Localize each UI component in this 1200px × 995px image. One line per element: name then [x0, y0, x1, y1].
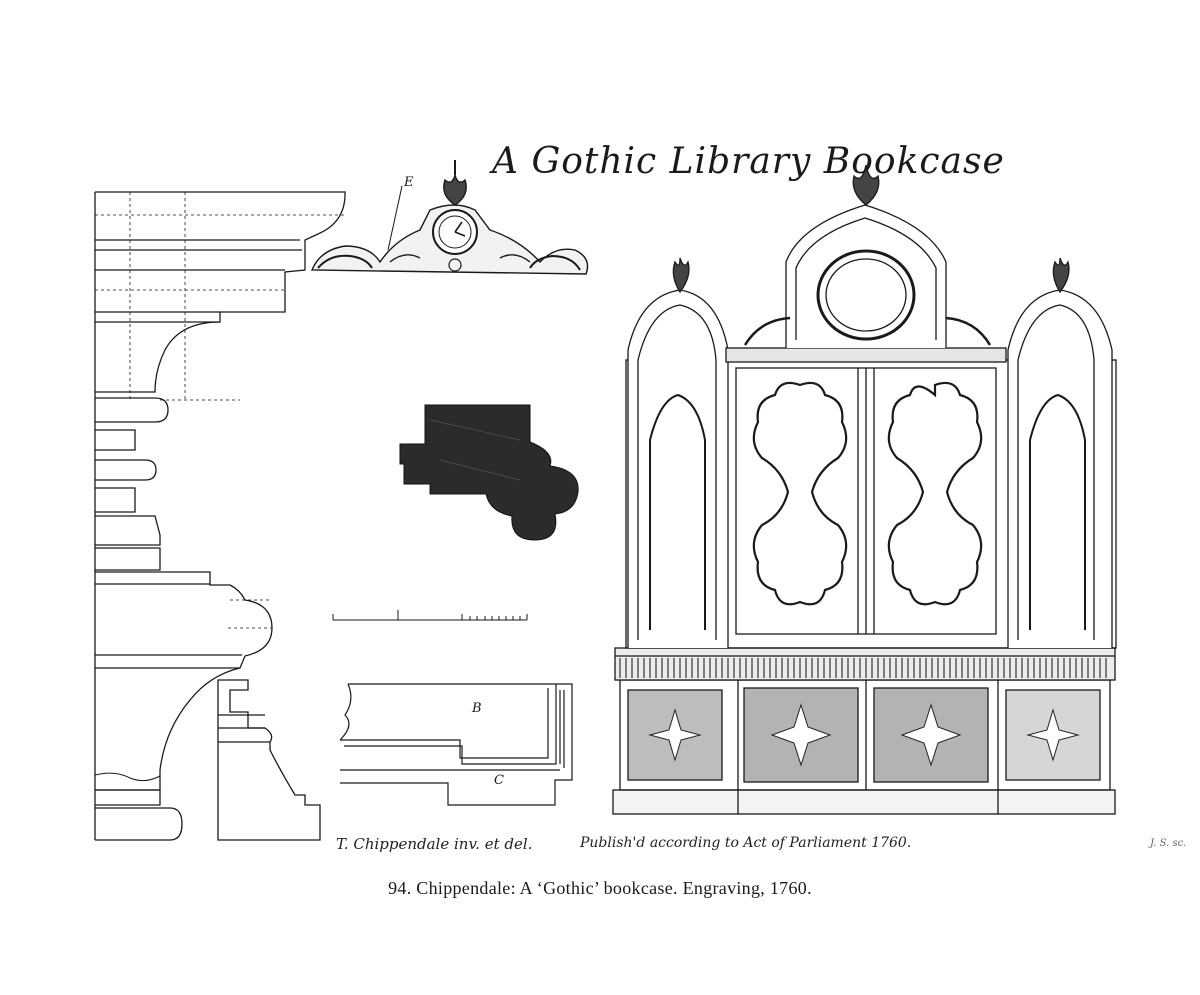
door-section-detail — [339, 683, 573, 806]
engraver-signature: T. Chippendale inv. et del. — [336, 835, 533, 853]
engraver-mark: J. S. sc. — [1150, 838, 1187, 849]
figure-caption: 94. Chippendale: A ‘Gothic’ bookcase. En… — [388, 878, 812, 898]
publication-note: Publish'd according to Act of Parliament… — [580, 835, 912, 851]
base-profile — [217, 679, 321, 841]
bookcase-elevation — [612, 164, 1117, 815]
scale-bar — [332, 610, 528, 621]
cornice-profile — [94, 191, 346, 841]
plan-section — [399, 404, 579, 541]
plate-title: A Gothic Library Bookcase — [492, 141, 1005, 182]
clock-pediment — [310, 160, 589, 275]
